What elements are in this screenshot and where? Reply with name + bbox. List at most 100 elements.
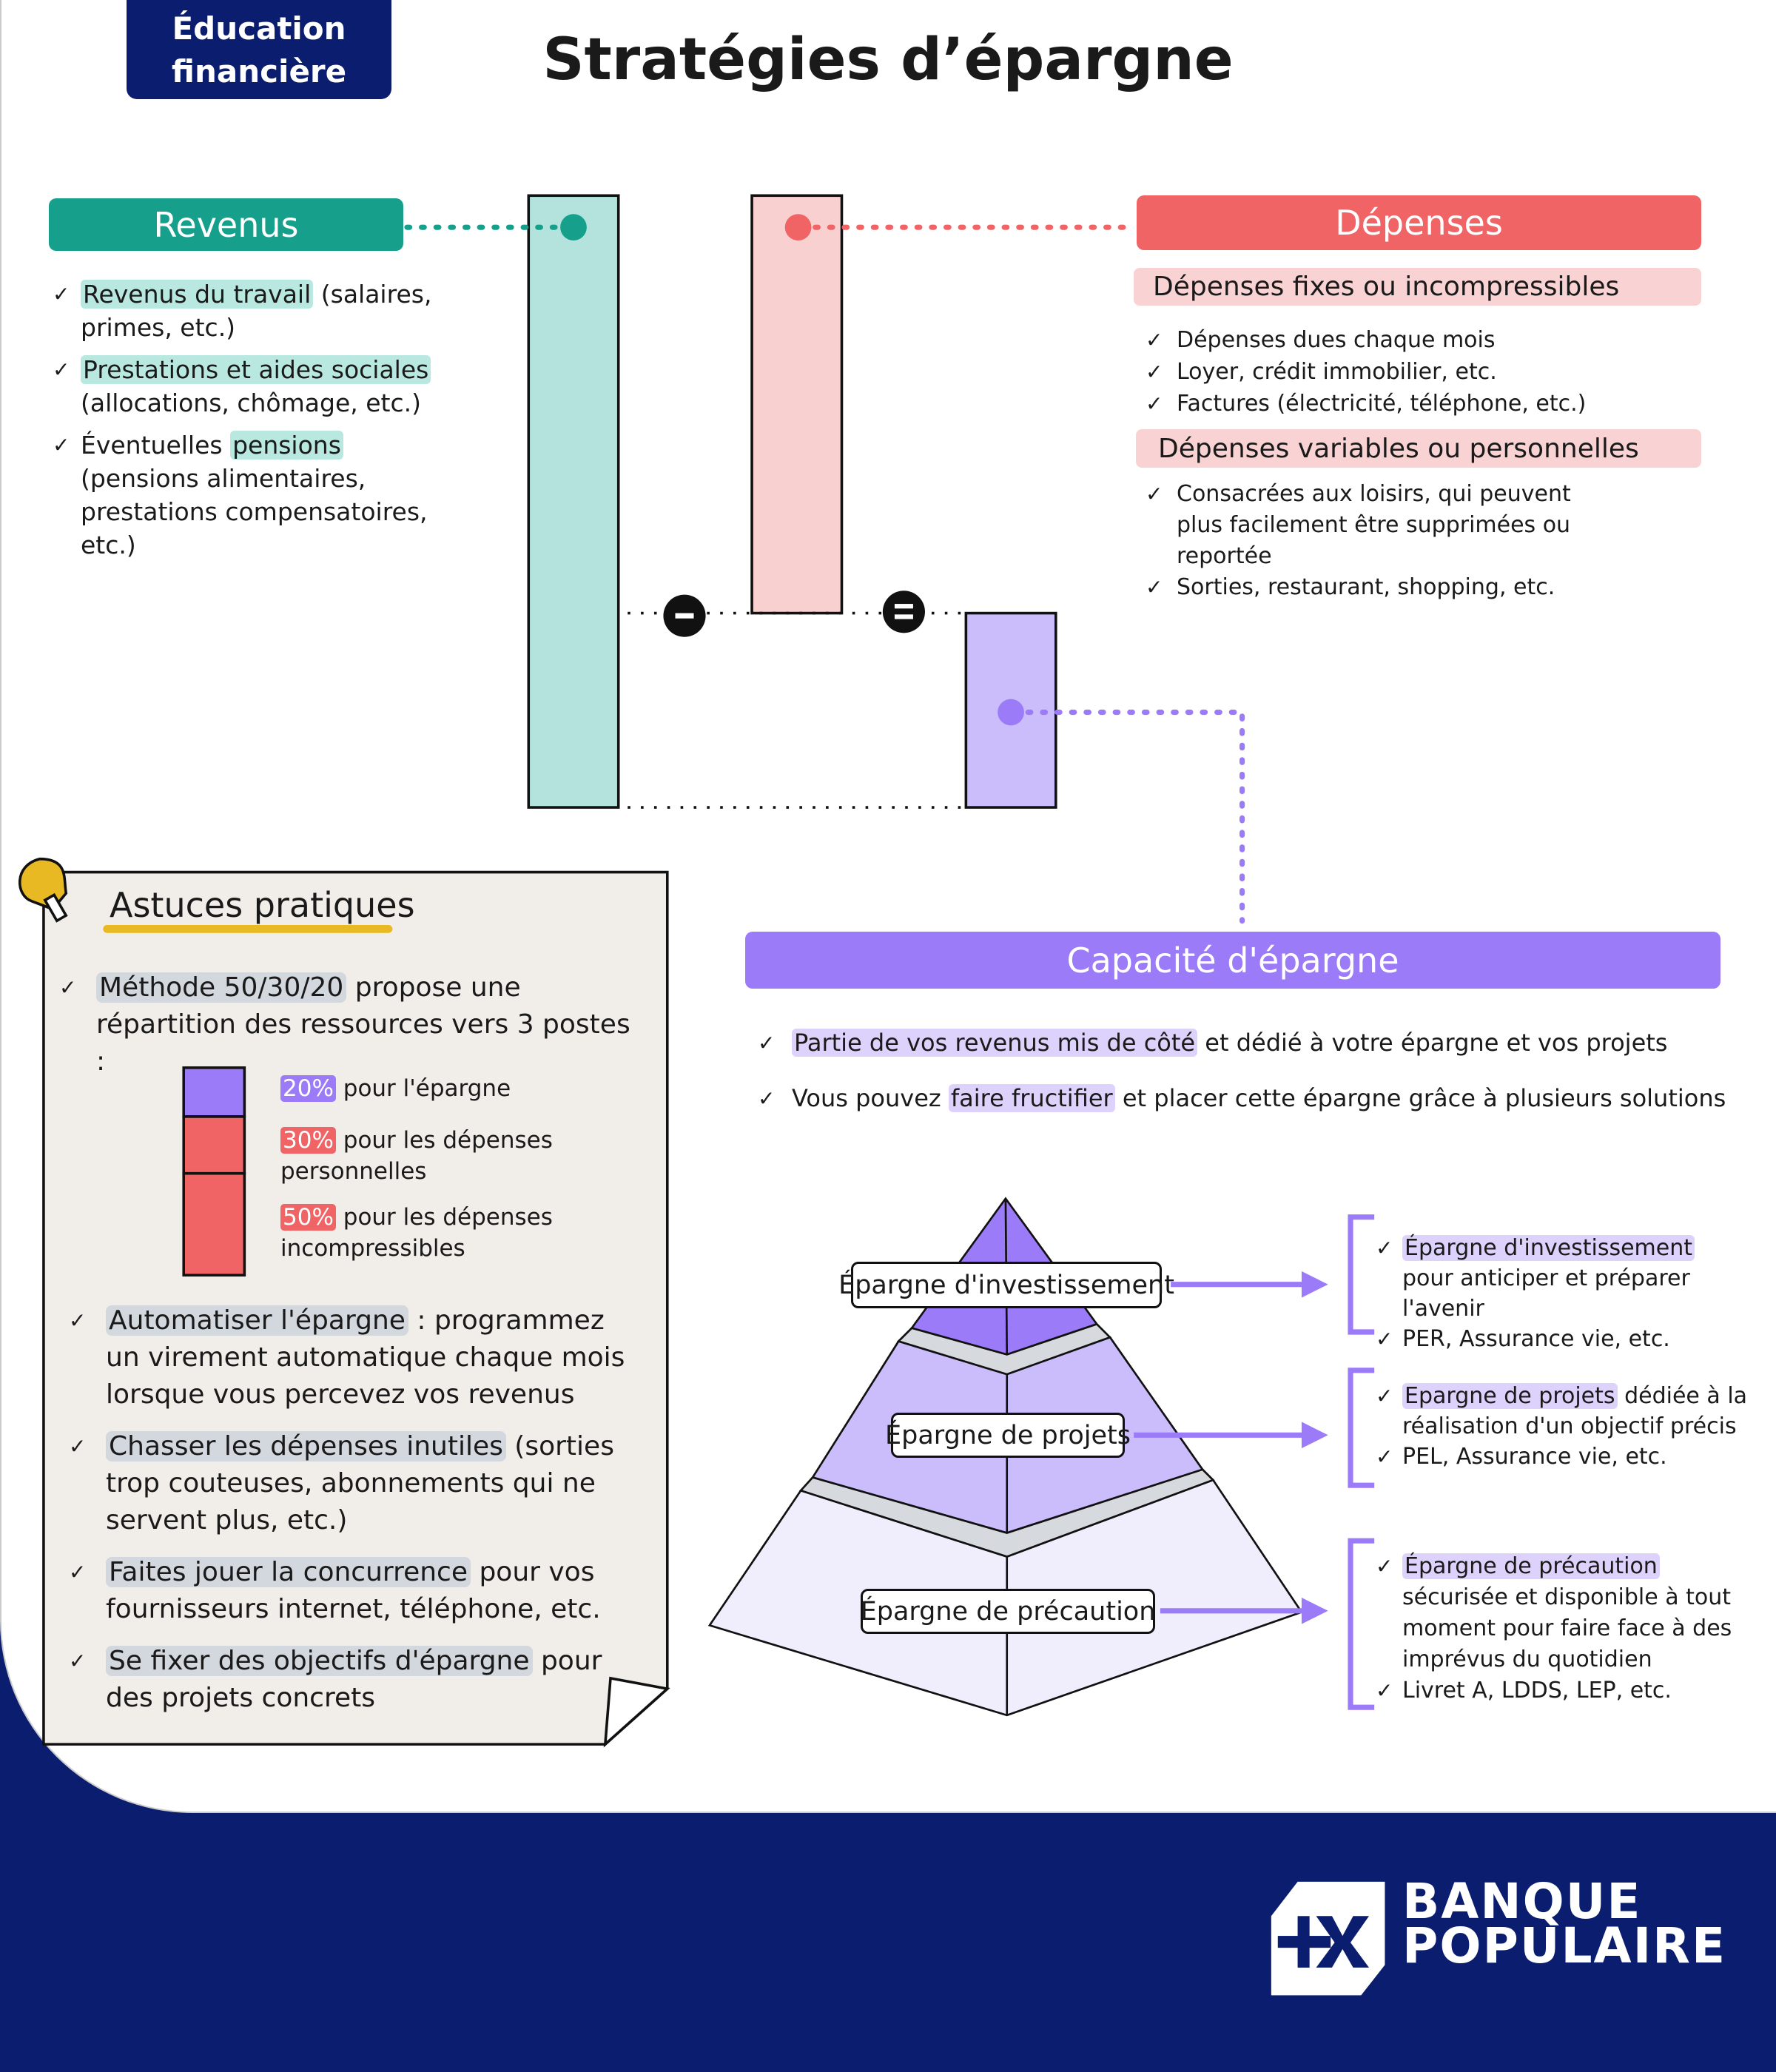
check-icon: ✓ xyxy=(758,1086,776,1111)
equals-icon xyxy=(882,591,925,633)
split-legend: 20% pour l'épargne 30% pour les dépenses… xyxy=(280,1073,591,1264)
list-item: ✓ Prestations et aides sociales (allocati… xyxy=(53,353,451,420)
check-icon: ✓ xyxy=(53,357,70,382)
item-text: (allocations, chômage, etc.) xyxy=(81,388,421,417)
item-text: Livret A, LDDS, LEP, etc. xyxy=(1402,1678,1672,1703)
item-text: (salaires, primes, etc.) xyxy=(81,280,432,342)
banque-populaire-logo-icon xyxy=(1271,1881,1385,1996)
list-item: ✓ Factures (électricité, téléphone, etc.) xyxy=(1146,388,1695,420)
check-icon: ✓ xyxy=(59,975,77,1000)
list-item: ✓ Épargne de précaution sécurisée et disp… xyxy=(1376,1551,1758,1675)
capacite-list: ✓ Partie de vos revenus mis de côté et dé… xyxy=(758,1026,1754,1115)
highlight: Automatiser l'épargne xyxy=(106,1305,408,1336)
percent-badge: 20% xyxy=(280,1075,336,1102)
highlight: Epargne de projets xyxy=(1402,1383,1618,1409)
list-item: ✓ Revenus du travail (salaires, primes, e… xyxy=(53,278,451,344)
check-icon: ✓ xyxy=(758,1031,776,1055)
badge-line: financière xyxy=(171,53,347,90)
astuces-title: Astuces pratiques xyxy=(110,885,415,925)
depenses-fixes-title: Dépenses fixes ou incompressibles xyxy=(1134,268,1701,306)
depenses-variables-title: Dépenses variables ou personnelles xyxy=(1136,429,1701,468)
item-text: Éventuelles xyxy=(81,431,231,460)
list-item: ✓ Livret A, LDDS, LEP, etc. xyxy=(1376,1675,1758,1706)
badge-line: Éducation xyxy=(172,10,346,47)
item-text: Dépenses dues chaque mois xyxy=(1177,327,1496,353)
check-icon: ✓ xyxy=(1376,1678,1393,1703)
item-text: Factures (électricité, téléphone, etc.) xyxy=(1177,391,1587,417)
highlight: Épargne d'investissement xyxy=(1402,1235,1695,1261)
revenus-dot xyxy=(560,214,587,240)
split-legend-item: 30% pour les dépenses personnelles xyxy=(280,1125,591,1202)
check-icon: ✓ xyxy=(1376,1444,1393,1469)
split-bar-epargne xyxy=(182,1066,246,1118)
list-item: ✓Vous pouvez faire fructifier et placer … xyxy=(758,1082,1754,1115)
item-text: pour les dépenses incompressibles xyxy=(280,1204,553,1262)
check-icon: ✓ xyxy=(53,282,70,306)
highlight: Épargne de précaution xyxy=(1402,1553,1660,1579)
item-text: pour vos fournisseurs internet, téléphon… xyxy=(106,1557,601,1624)
split-bar-incompressibles xyxy=(182,1171,246,1276)
check-icon: ✓ xyxy=(1146,391,1163,416)
list-item: ✓ Dépenses dues chaque mois xyxy=(1146,324,1695,356)
capacite-dot xyxy=(998,699,1024,726)
list-item: ✓Éventuelles pensions (pensions alimenta… xyxy=(53,428,451,562)
pyramid-label-projets: Épargne de projets xyxy=(885,1413,1131,1458)
check-icon: ✓ xyxy=(69,1434,87,1459)
tips-list: ✓Automatiser l'épargne : programmez un v… xyxy=(69,1302,639,1717)
item-text: propose une répartition des ressources v… xyxy=(96,972,630,1077)
highlight: Méthode 50/30/20 xyxy=(96,972,347,1003)
projets-details: ✓ Epargne de projets dédiée à la réalisat… xyxy=(1376,1381,1750,1472)
item-text: et dédié à votre épargne et vos projets xyxy=(1197,1029,1668,1057)
depenses-bar xyxy=(750,194,844,615)
pyramid-label-investissement: Épargne d'investissement xyxy=(838,1262,1174,1308)
list-item: ✓ PEL, Assurance vie, etc. xyxy=(1376,1442,1750,1472)
methode-item: ✓ Méthode 50/30/20 propose une répartitio… xyxy=(59,969,644,1080)
highlight: Chasser les dépenses inutiles xyxy=(106,1431,506,1462)
revenus-header: Revenus xyxy=(49,198,403,251)
item-text: pour des projets concrets xyxy=(106,1646,602,1713)
highlight: Partie de vos revenus mis de côté xyxy=(792,1029,1198,1057)
check-icon: ✓ xyxy=(1146,482,1163,506)
list-item: ✓ Partie de vos revenus mis de côté et dé… xyxy=(758,1026,1754,1060)
highlight: Prestations et aides sociales xyxy=(81,355,431,384)
check-icon: ✓ xyxy=(53,433,70,457)
check-icon: ✓ xyxy=(1376,1554,1393,1578)
percent-badge: 50% xyxy=(280,1204,336,1231)
item-text: PEL, Assurance vie, etc. xyxy=(1402,1444,1667,1470)
astuces-underline xyxy=(103,925,393,933)
check-icon: ✓ xyxy=(1376,1384,1393,1408)
item-text: (pensions alimentaires, prestations comp… xyxy=(81,464,428,559)
item-text: sécurisée et disponible à tout moment po… xyxy=(1402,1584,1732,1672)
brand-line: POPULAIRE xyxy=(1402,1917,1727,1974)
split-legend-item: 50% pour les dépenses incompressibles xyxy=(280,1202,591,1264)
education-badge: Éducation financière xyxy=(127,0,391,99)
list-item: ✓ Méthode 50/30/20 propose une répartitio… xyxy=(59,969,644,1080)
pyramid-label-precaution: Épargne de précaution xyxy=(861,1589,1155,1634)
item-text: dédiée à la réalisation d'un objectif pr… xyxy=(1402,1383,1748,1439)
investissement-details: ✓Épargne d'investissement pour anticiper… xyxy=(1376,1233,1750,1354)
check-icon: ✓ xyxy=(1146,575,1163,599)
list-item: ✓Loyer, crédit immobilier, etc. xyxy=(1146,356,1695,388)
list-item: ✓Automatiser l'épargne : programmez un v… xyxy=(69,1302,639,1413)
depenses-fixes-list: ✓ Dépenses dues chaque mois ✓Loyer, crédi… xyxy=(1146,324,1695,420)
brand-line: BANQUE xyxy=(1402,1873,1642,1930)
check-icon: ✓ xyxy=(1146,328,1163,352)
item-text: pour l'épargne xyxy=(343,1075,511,1102)
check-icon: ✓ xyxy=(1376,1327,1393,1351)
item-text: pour les dépenses personnelles xyxy=(280,1127,553,1185)
highlight: Revenus du travail xyxy=(81,280,314,309)
split-legend-item: 20% pour l'épargne xyxy=(280,1073,591,1125)
list-item: ✓ Consacrées aux loisirs, qui peuvent plu… xyxy=(1146,479,1621,572)
paper-fold xyxy=(603,1676,670,1748)
item-text: (sorties trop couteuses, abonnements qui… xyxy=(106,1431,614,1536)
page-title: Stratégies d’épargne xyxy=(542,27,1234,93)
percent-badge: 30% xyxy=(280,1127,336,1154)
list-item: ✓Sorties, restaurant, shopping, etc. xyxy=(1146,572,1621,603)
item-text: et placer cette épargne grâce à plusieur… xyxy=(1114,1084,1726,1112)
item-text: Consacrées aux loisirs, qui peuvent plus… xyxy=(1177,481,1571,569)
capacite-header: Capacité d'épargne xyxy=(745,932,1720,989)
check-icon: ✓ xyxy=(1146,360,1163,384)
check-icon: ✓ xyxy=(1376,1236,1393,1260)
